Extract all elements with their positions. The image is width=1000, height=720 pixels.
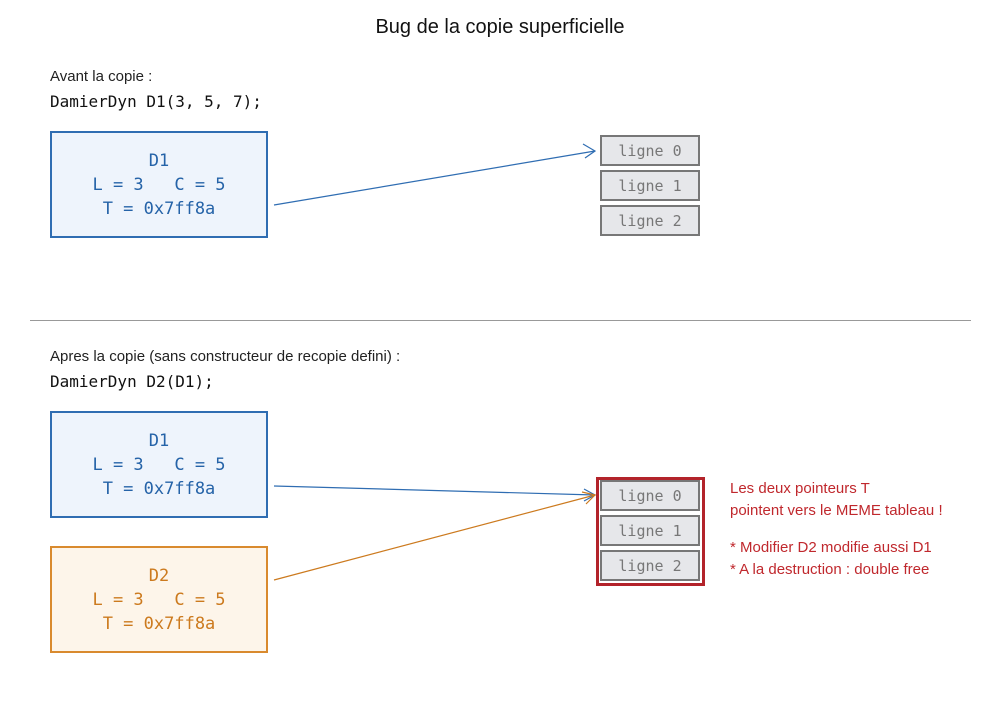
object-pointer: T = 0x7ff8a	[102, 613, 216, 634]
shared-array-highlight	[596, 477, 705, 586]
arrow-d1-after	[273, 485, 597, 502]
note-line-1: Les deux pointeurs T	[730, 480, 870, 497]
shared-pointer-note: Les deux pointeurs T pointent vers le ME…	[730, 478, 943, 522]
object-dims: L = 3 C = 5	[92, 589, 226, 610]
diagram-title: Bug de la copie superficielle	[375, 16, 625, 38]
object-pointer: T = 0x7ff8a	[102, 198, 216, 219]
after-caption: Apres la copie (sans constructeur de rec…	[50, 348, 401, 365]
warning-line-2: * A la destruction : double free	[730, 561, 930, 578]
note-line-2: pointent vers le MEME tableau !	[730, 502, 943, 519]
warning-line-1: * Modifier D2 modifie aussi D1	[730, 539, 932, 556]
array-row-0-after: ligne 0	[600, 480, 700, 511]
array-row-0-before: ligne 0	[600, 135, 700, 166]
object-d1-after: D1 L = 3 C = 5 T = 0x7ff8a	[50, 411, 268, 518]
after-code: DamierDyn D2(D1);	[50, 372, 214, 391]
before-caption: Avant la copie :	[50, 68, 153, 85]
object-name: D1	[148, 150, 170, 171]
array-row-1-after: ligne 1	[600, 515, 700, 546]
object-name: D2	[148, 565, 170, 586]
arrow-d1-before	[273, 143, 597, 206]
object-pointer: T = 0x7ff8a	[102, 478, 216, 499]
object-d2-after: D2 L = 3 C = 5 T = 0x7ff8a	[50, 546, 268, 653]
array-row-1-before: ligne 1	[600, 170, 700, 201]
section-divider	[30, 320, 971, 321]
array-row-2-before: ligne 2	[600, 205, 700, 236]
object-dims: L = 3 C = 5	[92, 454, 226, 475]
object-d1-before: D1 L = 3 C = 5 T = 0x7ff8a	[50, 131, 268, 238]
before-code: DamierDyn D1(3, 5, 7);	[50, 92, 262, 111]
object-name: D1	[148, 430, 170, 451]
arrow-d2-after	[273, 491, 597, 581]
array-row-2-after: ligne 2	[600, 550, 700, 581]
warning-note: * Modifier D2 modifie aussi D1 * A la de…	[730, 537, 932, 581]
object-dims: L = 3 C = 5	[92, 174, 226, 195]
